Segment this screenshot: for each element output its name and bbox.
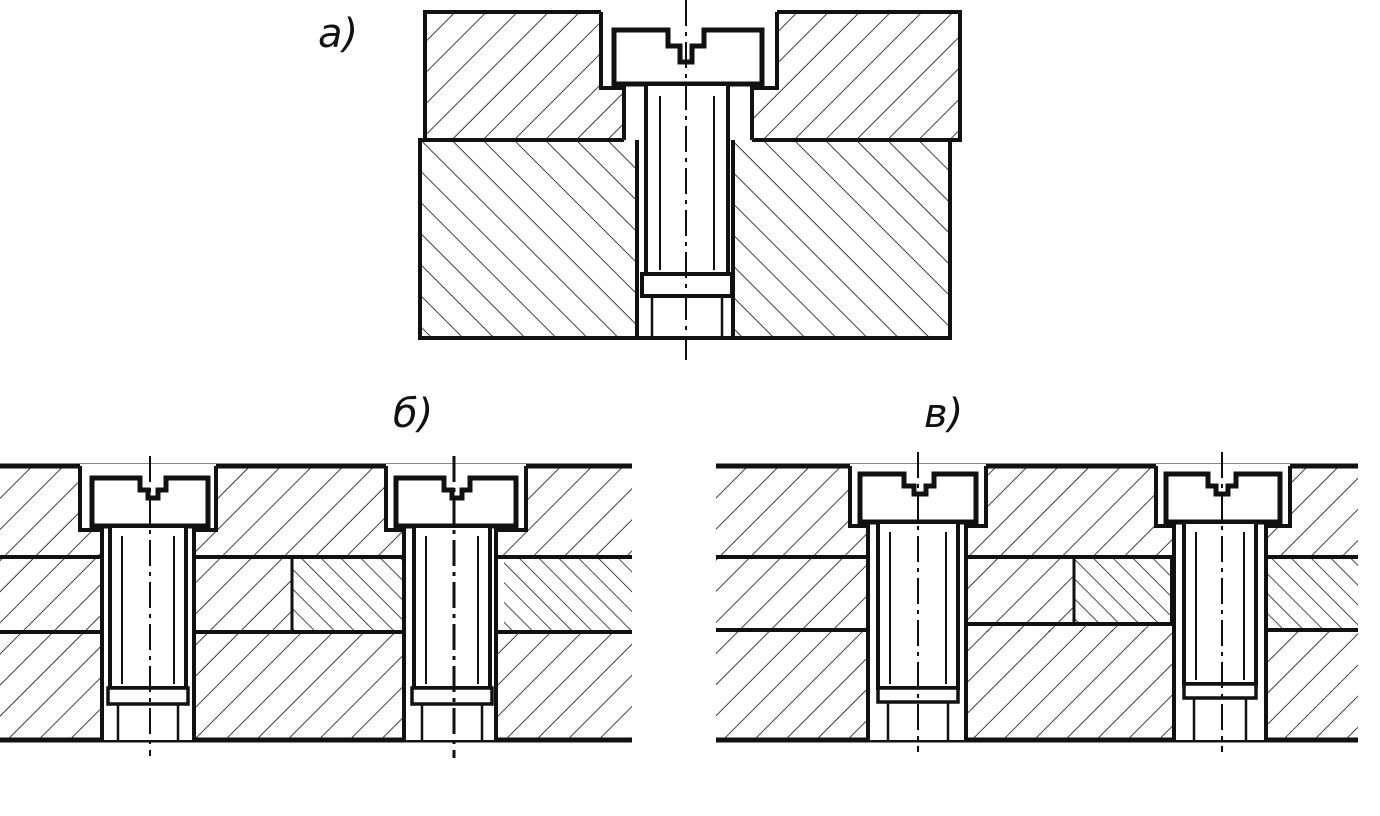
view-a-screw-head (611, 27, 765, 87)
caption-b: б) (393, 391, 434, 437)
view-b (0, 456, 632, 758)
view-c-middle-left (716, 558, 866, 630)
view-b-insert (292, 558, 404, 632)
view-c-bolt-2 (1154, 452, 1292, 752)
view-c-pocket-left (966, 558, 1074, 622)
view-c-bolt-1 (848, 452, 988, 752)
view-c-middle-right (1264, 558, 1358, 630)
view-c (716, 452, 1358, 752)
view-b-bolt-2 (384, 456, 528, 758)
caption-c: в) (924, 391, 964, 437)
view-b-bottom-plate (0, 632, 632, 738)
view-a (418, 0, 962, 360)
view-b-bolt-1 (78, 456, 218, 756)
caption-a: а) (318, 11, 359, 57)
view-c-insert (1074, 558, 1170, 622)
view-a-counterbore (599, 12, 779, 140)
view-b-middle-right (504, 558, 632, 632)
